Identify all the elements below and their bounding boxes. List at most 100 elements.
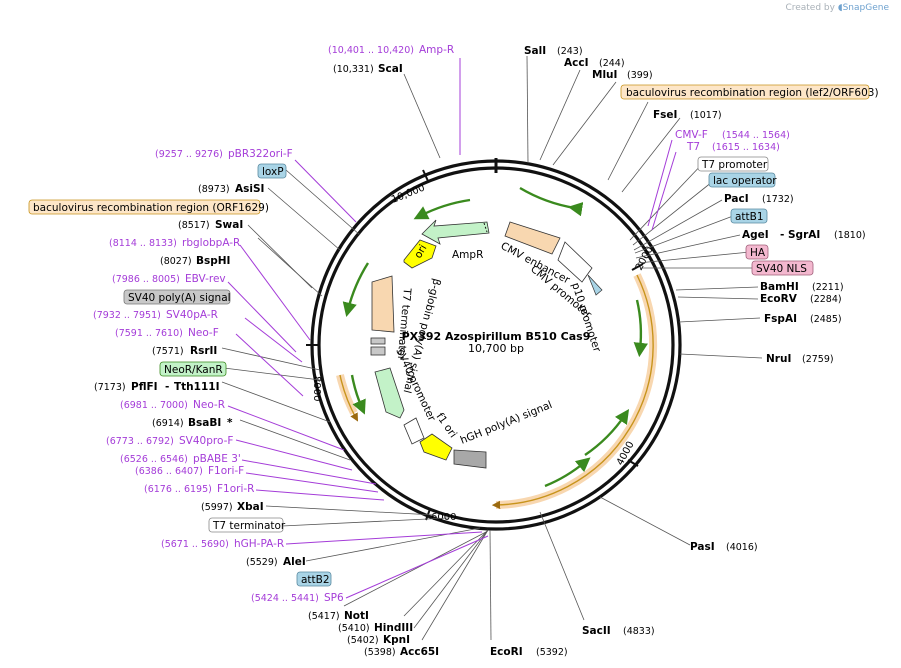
feature-bac-orf1629: baculovirus recombination region (ORF162…	[28, 199, 269, 215]
site-rsrii: (7571)RsrII	[152, 345, 217, 357]
site-pos: (2211)	[812, 282, 844, 293]
site-name: KpnI	[383, 634, 410, 646]
primer-pos: (7932 .. 7951)	[93, 310, 161, 321]
primer-name: pBABE 3'	[193, 453, 241, 465]
site-name: FspAI	[764, 313, 797, 325]
primer-pbr322ori-f: (9257 .. 9276) pBR322ori-F	[155, 148, 293, 160]
site-sali: SalI(243)	[524, 45, 583, 57]
site-bsphi: (8027)BspHI	[160, 255, 230, 267]
feature-label: baculovirus recombination region (ORF162…	[33, 202, 269, 214]
hgh-polya-label: hGH poly(A) signal	[459, 399, 554, 447]
site-name: PacI	[724, 193, 749, 205]
site-pos: (4016)	[726, 542, 758, 553]
site-asisi: (8973)AsiSI	[198, 183, 264, 195]
site-name: BspHI	[196, 255, 230, 267]
site-swai: (8517) SwaI	[178, 219, 243, 231]
site-sacii: SacII (4833)	[582, 625, 655, 637]
primer-pos: (9257 .. 9276)	[155, 149, 223, 160]
primer-pos: (7986 .. 8005)	[112, 274, 180, 285]
feature-ha: HA	[745, 244, 769, 260]
primer-ebv-rev: (7986 .. 8005) EBV-rev	[112, 273, 226, 285]
site-name: PasI	[690, 541, 715, 553]
site-pos: (2284)	[810, 294, 842, 305]
primer-name: SV40pA-R	[166, 309, 218, 321]
feature-label: SV40 NLS	[756, 263, 807, 275]
site-name2: SgrAI	[788, 229, 820, 241]
site-name: Acc65I	[400, 646, 439, 658]
primer-pos: (6176 .. 6195)	[144, 484, 212, 495]
site-pos: (2759)	[802, 354, 834, 365]
site-pos: (1732)	[762, 194, 794, 205]
site-pasi: PasI (4016)	[690, 541, 758, 553]
primer-pos: (10,401 .. 10,420)	[328, 45, 414, 56]
site-pos: (244)	[599, 58, 625, 69]
site-pos: (5398)	[364, 647, 396, 658]
site-pos: (2485)	[810, 314, 842, 325]
primer-sv40pro-f: (6773 .. 6792)SV40pro-F	[106, 435, 233, 447]
primers: (10,401 .. 10,420) Amp-R CMV-F(1544 .. 15…	[93, 44, 790, 604]
ampr-arrow	[421, 219, 490, 245]
primer-t7: T7(1615 .. 1634)	[686, 141, 780, 153]
feature-label: NeoR/KanR	[164, 364, 223, 376]
primer-name: Amp-R	[419, 44, 454, 56]
site-pos: (7173)	[94, 382, 126, 393]
site-noti: (5417)NotI	[308, 610, 369, 622]
feature-sv40-nls: SV40 NLS	[751, 260, 814, 276]
site-agei-sgrai: AgeI-SgrAI(1810)	[742, 229, 866, 241]
site-name: SwaI	[215, 219, 243, 231]
site-ecori: EcoRI(5392)	[490, 646, 568, 658]
site-pos: (5417)	[308, 611, 340, 622]
site-pos: (5402)	[347, 635, 379, 646]
primer-pos: (1615 .. 1634)	[712, 142, 780, 153]
primer-pos: (5424 .. 5441)	[251, 593, 319, 604]
site-name: SalI	[524, 45, 546, 57]
feature-label: HA	[750, 247, 766, 259]
restriction-sites: SalI(243) AccI(244) MluI(399) FseI(1017)…	[94, 45, 866, 658]
site-mlui: MluI(399)	[592, 69, 653, 81]
ori-arrow	[403, 239, 437, 269]
primer-name: CMV-F	[675, 129, 708, 141]
primer-neo-f: (7591 .. 7610)Neo-F	[115, 327, 219, 339]
primer-pos: (6386 .. 6407)	[135, 466, 203, 477]
feature-label: baculovirus recombination region (lef2/O…	[626, 87, 879, 99]
site-xbai: (5997)XbaI	[201, 501, 264, 513]
primer-name: pBR322ori-F	[228, 148, 293, 160]
primer-leader-lines	[227, 58, 677, 599]
site-hindiii: (5410)HindIII	[338, 622, 413, 634]
site-pos: (10,331)	[333, 64, 374, 75]
site-name: FseI	[653, 109, 677, 121]
ori-label: ori	[412, 243, 429, 261]
feature-bac-lef2: baculovirus recombination region (lef2/O…	[620, 84, 879, 100]
site-pos: (5410)	[338, 623, 370, 634]
site-name: SacII	[582, 625, 611, 637]
site-name: ScaI	[378, 63, 403, 75]
tick-label-10000: 10,000	[390, 182, 427, 205]
site-pos: (8517)	[178, 220, 210, 231]
site-sep: -	[780, 229, 784, 241]
attb1-mark	[587, 274, 603, 296]
primer-name: Neo-R	[193, 399, 225, 411]
site-name: NruI	[766, 353, 791, 365]
site-bamhi: BamHI (2211)	[760, 281, 844, 293]
feature-attb1: attB1	[730, 208, 768, 224]
primer-name: EBV-rev	[185, 273, 226, 285]
site-pos: (4833)	[623, 626, 655, 637]
feature-attb2: attB2	[296, 571, 332, 587]
site-acc65i: (5398) Acc65I	[364, 646, 439, 658]
primer-cmv-f: CMV-F(1544 .. 1564)	[675, 129, 790, 141]
primer-pos: (5671 .. 5690)	[161, 539, 229, 550]
yellow-ori-arrow	[419, 433, 453, 461]
site-name: AleI	[283, 556, 306, 568]
feature-t7-promoter: T7 promoter	[697, 156, 769, 172]
site-pflfi-tth111i: (7173)PflFI-Tth111I	[94, 381, 219, 393]
site-name: BsaBI	[188, 417, 221, 429]
site-name: PflFI	[131, 381, 158, 393]
site-name: MluI	[592, 69, 617, 81]
site-pos: (6914)	[152, 418, 184, 429]
site-name: BamHI	[760, 281, 799, 293]
site-name: XbaI	[237, 501, 264, 513]
boxed-features: baculovirus recombination region (lef2/O…	[28, 84, 879, 587]
tick-label-6000: 6000	[431, 512, 456, 523]
site-name: AgeI	[742, 229, 769, 241]
site-fsei: FseI(1017)	[653, 109, 722, 121]
